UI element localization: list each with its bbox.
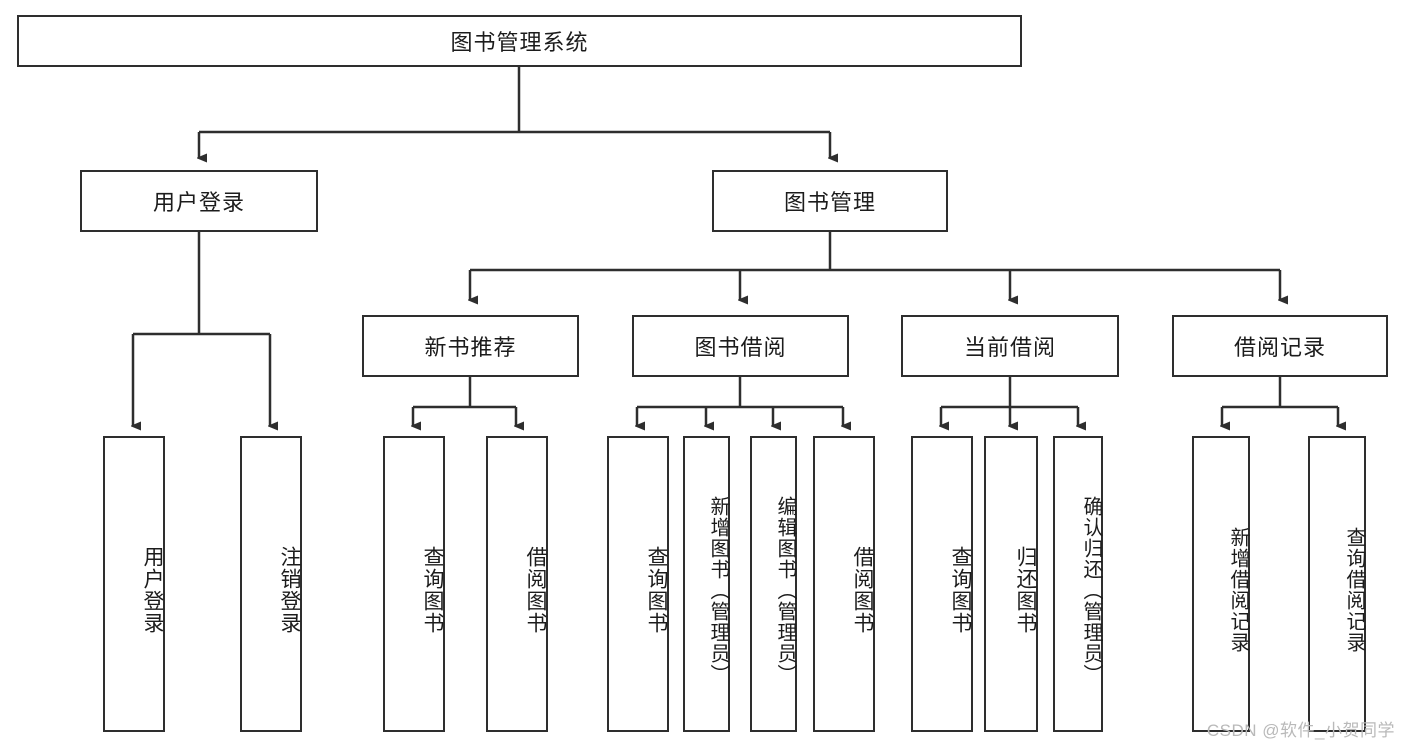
- leaf-borrow-books-recommend[interactable]: 借阅图书: [486, 436, 548, 732]
- node-label: 借阅记录: [1233, 335, 1326, 360]
- leaf-add-borrow-record[interactable]: 新增借阅记录: [1192, 436, 1250, 732]
- leaf-add-book-admin[interactable]: 新增图书（管理员）: [683, 436, 730, 732]
- node-label: 注销登录: [278, 546, 301, 634]
- leaf-query-books-recommend[interactable]: 查询图书: [383, 436, 445, 732]
- leaf-query-borrow-record[interactable]: 查询借阅记录: [1308, 436, 1366, 732]
- node-label: 查询图书: [645, 546, 668, 634]
- node-label: 用户登录: [152, 190, 245, 215]
- node-label: 编辑图书（管理员）: [774, 495, 796, 685]
- node-label: 查询图书: [949, 546, 972, 634]
- node-label: 图书管理系统: [450, 30, 589, 55]
- node-borrow-records[interactable]: 借阅记录: [1172, 315, 1388, 377]
- leaf-user-login[interactable]: 用户登录: [103, 436, 165, 732]
- node-label: 查询借阅记录: [1343, 527, 1365, 653]
- leaf-confirm-return-admin[interactable]: 确认归还（管理员）: [1053, 436, 1103, 732]
- leaf-return-books[interactable]: 归还图书: [984, 436, 1038, 732]
- node-new-book-recommend[interactable]: 新书推荐: [362, 315, 579, 377]
- node-label: 新增借阅记录: [1227, 527, 1249, 653]
- node-label: 借阅图书: [524, 546, 547, 634]
- leaf-borrow-books-borrow[interactable]: 借阅图书: [813, 436, 875, 732]
- node-current-borrow[interactable]: 当前借阅: [901, 315, 1119, 377]
- node-label: 图书借阅: [694, 335, 787, 360]
- node-label: 新书推荐: [424, 335, 517, 360]
- node-label: 确认归还（管理员）: [1080, 495, 1102, 685]
- csdn-watermark: CSDN @软件_小贺同学: [1206, 721, 1395, 740]
- leaf-user-logout[interactable]: 注销登录: [240, 436, 302, 732]
- node-label: 图书管理: [783, 190, 876, 215]
- node-book-borrow[interactable]: 图书借阅: [632, 315, 849, 377]
- node-label: 用户登录: [141, 546, 164, 634]
- node-label: 借阅图书: [851, 546, 874, 634]
- node-root-library-management-system[interactable]: 图书管理系统: [17, 15, 1022, 67]
- node-label: 新增图书（管理员）: [707, 495, 729, 685]
- leaf-edit-book-admin[interactable]: 编辑图书（管理员）: [750, 436, 797, 732]
- node-label: 归还图书: [1014, 546, 1037, 634]
- leaf-query-books-borrow[interactable]: 查询图书: [607, 436, 669, 732]
- node-label: 查询图书: [421, 546, 444, 634]
- leaf-query-books-current[interactable]: 查询图书: [911, 436, 973, 732]
- node-book-management[interactable]: 图书管理: [712, 170, 948, 232]
- node-user-login[interactable]: 用户登录: [80, 170, 318, 232]
- node-label: 当前借阅: [963, 335, 1056, 360]
